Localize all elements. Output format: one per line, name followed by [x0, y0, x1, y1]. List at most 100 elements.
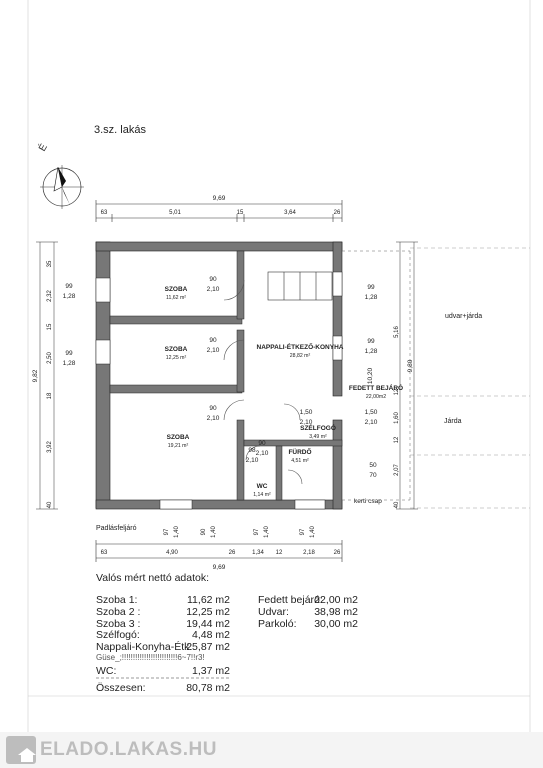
room-area: 19,21 m² — [168, 443, 189, 449]
window-label-top: 99 — [65, 283, 73, 290]
dim-left: 15 — [47, 323, 53, 330]
interior-walls — [109, 250, 343, 501]
dim-top: 15 — [237, 210, 244, 216]
dim-bottom: 63 — [101, 550, 108, 556]
door-label-bottom: 2,10 — [300, 419, 313, 426]
window-label-top: 50 — [369, 462, 377, 469]
bottom-window-b: 1,40 — [174, 526, 180, 538]
watermark-bar: ELADO.LAKAS.HU — [0, 732, 543, 768]
outer-walls — [95, 241, 343, 510]
room-name: WC — [257, 483, 268, 490]
room-area: 12,25 m² — [166, 355, 187, 361]
dim-right-inner: 10,20 — [367, 367, 374, 384]
kitchen-counter — [267, 271, 333, 301]
room-area: 4,51 m² — [291, 458, 309, 464]
area-right-value: 22,00 m2 — [314, 594, 358, 606]
door-swings — [223, 279, 303, 485]
room-name: FÜRDŐ — [288, 447, 311, 456]
bottom-window-a: 97 — [254, 528, 260, 535]
door-label-bottom: 2,10 — [256, 450, 269, 457]
room-name: SZOBA — [167, 434, 190, 441]
area-left-label: Szélfogó: — [96, 629, 140, 642]
dim-right: 5,16 — [394, 326, 400, 338]
area-left-value: 19,44 m2 — [186, 617, 230, 630]
dim-top: 5,01 — [169, 210, 181, 216]
dim-left: 3,92 — [47, 441, 53, 453]
door-label-top: 90 — [209, 405, 217, 412]
door-label-top: 1,50 — [300, 409, 313, 416]
bottom-window-a: 97 — [300, 528, 306, 535]
room-name: SZÉLFOGÓ — [300, 423, 336, 432]
area-right-label: Parkoló: — [258, 617, 297, 630]
area-total-value: 80,78 m2 — [186, 682, 230, 694]
tap-label: kerti csap — [354, 498, 382, 505]
room-area: 22,00m2 — [366, 394, 386, 400]
area-left-value: 11,62 m2 — [187, 594, 230, 606]
area-left-value: 1,37 m2 — [192, 664, 230, 677]
area-left-value: 4,48 m2 — [192, 629, 230, 642]
door-label-top: 90 — [209, 337, 217, 344]
yard-label: udvar+járda — [445, 313, 482, 320]
dimension-lines — [39, 203, 415, 559]
dim-bottom: 4,90 — [166, 550, 178, 556]
bottom-window-b: 1,40 — [211, 526, 217, 538]
room-area: 1,14 m² — [253, 492, 271, 498]
area-left-label: Nappali-Konyha-Étk: — [96, 641, 193, 654]
window-label-top: 99 — [65, 350, 73, 357]
door-label-bottom: 2,10 — [207, 286, 220, 293]
dim-bottom: 1,34 — [252, 550, 264, 556]
bottom-window-b: 1,40 — [264, 526, 270, 538]
dim-bottom-total: 9,69 — [213, 564, 226, 571]
window-gaps — [95, 271, 343, 510]
yard-lines — [410, 247, 530, 509]
plan-title: 3.sz. lakás — [94, 124, 146, 136]
door-label-top: 90 — [209, 276, 217, 283]
north-arrow-icon — [40, 165, 84, 209]
window-label-top: 1,50 — [365, 409, 378, 416]
covered-entrance-outline — [342, 250, 411, 501]
areas-separator — [96, 677, 230, 679]
dim-top: 26 — [334, 210, 341, 216]
dim-left: 2,32 — [47, 290, 53, 302]
door-label-bottom: 2,10 — [246, 457, 259, 464]
dim-left-total: 9,82 — [32, 369, 39, 382]
door-label-top: 90 — [258, 440, 266, 447]
area-left-label: Güse_;!!!!!!!!!!!!!!!!!!!!!!!!!6~7!!r3! — [96, 653, 205, 662]
floor-plan-drawing: É — [27, 0, 531, 732]
window-label-bottom: 1,28 — [63, 360, 76, 367]
area-right-label: Udvar: — [258, 605, 289, 618]
room-area: 3,49 m² — [309, 434, 327, 440]
bottom-window-a: 97 — [164, 528, 170, 535]
house-logo-icon — [6, 736, 36, 764]
dim-right: 40 — [394, 501, 400, 508]
area-total-label: Összesen: — [96, 682, 146, 694]
window-label-bottom: 1,28 — [63, 293, 76, 300]
dim-top: 3,64 — [284, 210, 296, 216]
area-left-label: WC: — [96, 664, 117, 677]
door-label-top: 98 — [248, 447, 256, 454]
dimension-ticks — [36, 200, 418, 562]
bottom-window-a: 90 — [201, 528, 207, 535]
dim-left: 18 — [47, 392, 53, 399]
dim-right: 12 — [394, 436, 400, 443]
room-name: SZOBA — [165, 286, 188, 293]
door-label-bottom: 2,10 — [207, 415, 220, 422]
area-left-label: Szoba 3 : — [96, 617, 141, 630]
dim-bottom: 26 — [229, 550, 236, 556]
window-label-bottom: 70 — [369, 472, 377, 479]
bottom-window-b: 1,40 — [310, 526, 316, 538]
window-label-bottom: 1,28 — [365, 348, 378, 355]
window-label-bottom: 1,28 — [365, 294, 378, 301]
dim-top-total: 9,69 — [213, 195, 226, 202]
dim-right: 1,60 — [394, 412, 400, 424]
door-label-bottom: 2,10 — [207, 347, 220, 354]
area-right-label: Fedett bejáró: — [258, 594, 323, 606]
area-left-label: Szoba 1: — [96, 594, 138, 606]
window-label-top: 99 — [367, 338, 375, 345]
watermark-text: ELADO.LAKAS.HU — [40, 739, 217, 760]
room-name: FEDETT BEJÁRÓ — [349, 383, 403, 392]
dim-left: 35 — [47, 260, 53, 267]
dim-right: 2,07 — [394, 464, 400, 476]
room-area: 28,82 m² — [290, 353, 311, 359]
dim-left: 2,50 — [47, 352, 53, 364]
